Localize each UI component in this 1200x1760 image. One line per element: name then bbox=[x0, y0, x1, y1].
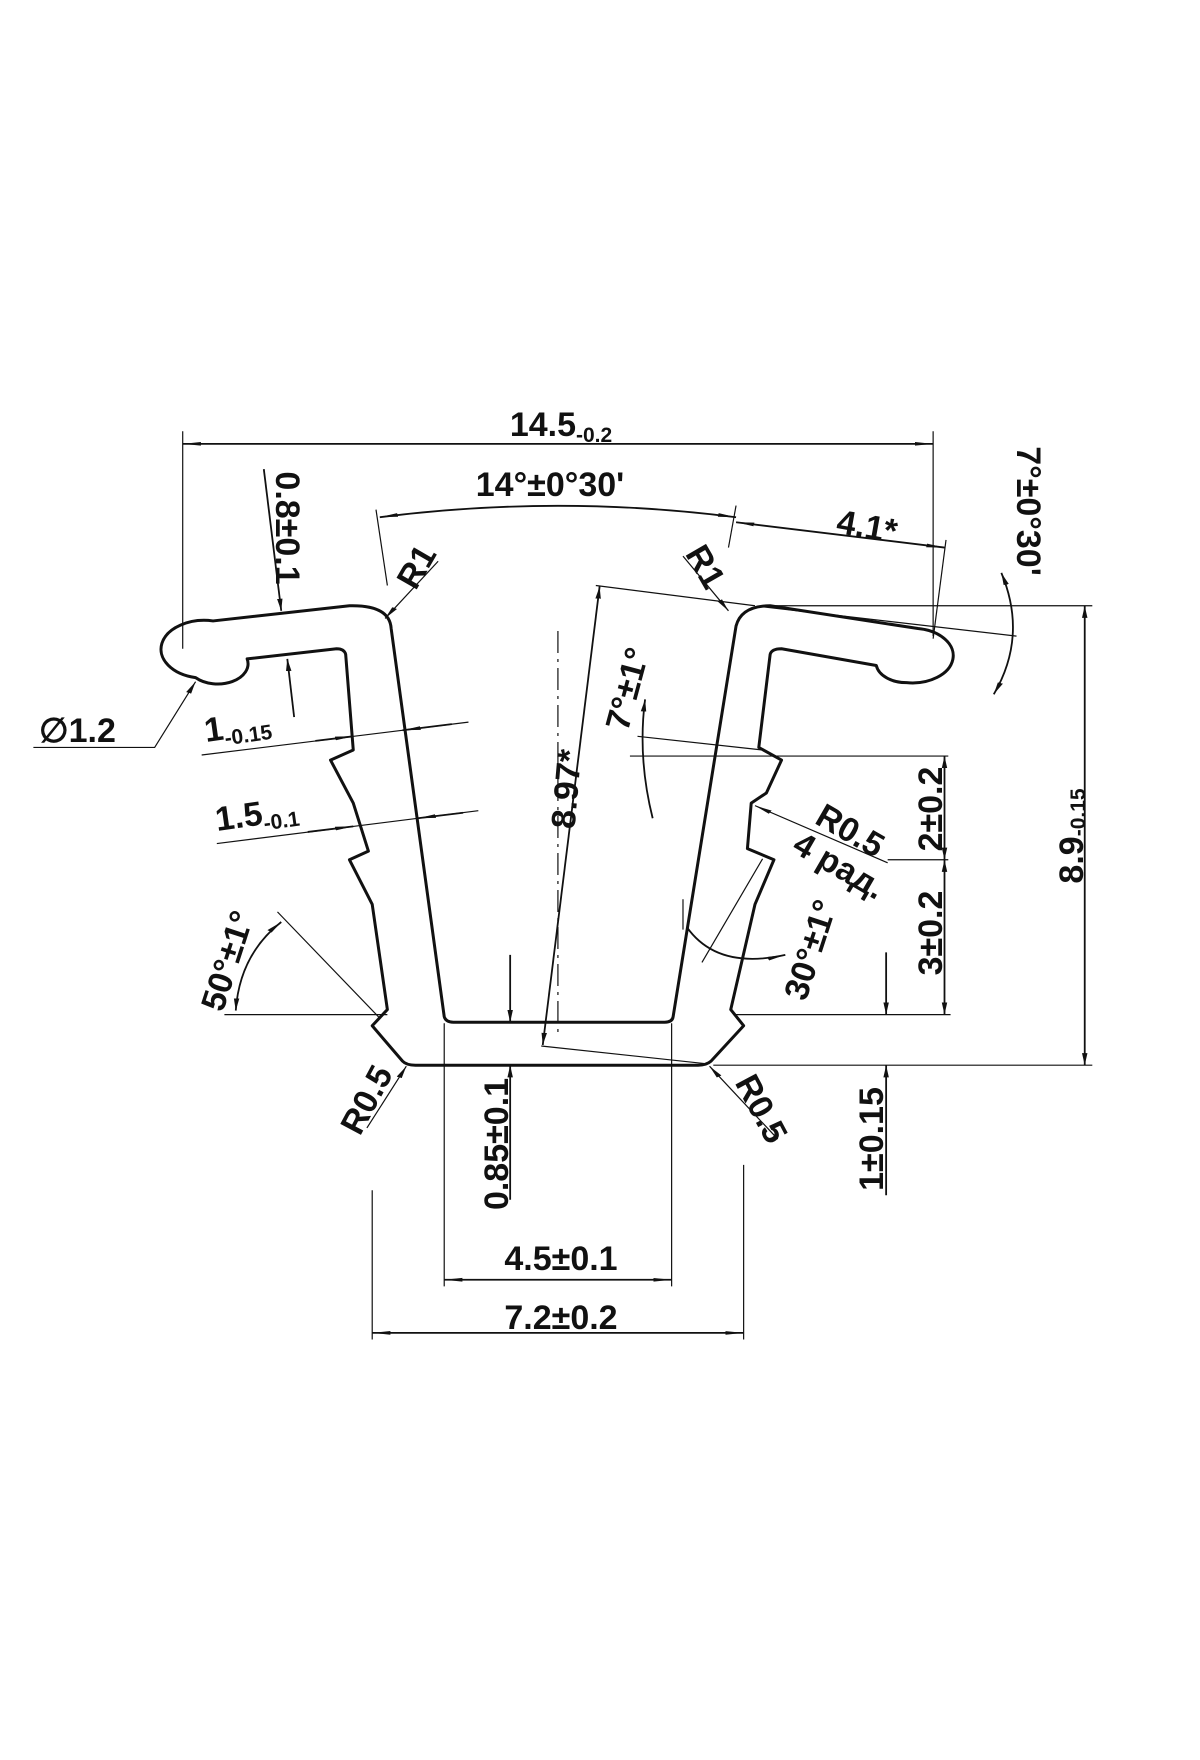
lip-thickness-label: 0.8±0.1 bbox=[268, 471, 306, 584]
bulb-diameter-label: ∅1.2 bbox=[39, 712, 116, 750]
r1-left-label: R1 bbox=[390, 539, 445, 596]
rib-radius-leader bbox=[755, 806, 888, 863]
dim-wall-2-lines bbox=[217, 811, 479, 844]
rib-angle-label: 30°±1° bbox=[777, 895, 845, 1004]
dim-slot-width-lines bbox=[444, 1023, 671, 1286]
wall-1-label: 1-0.15 bbox=[202, 703, 274, 753]
slot-depth-label: 8.97* bbox=[545, 747, 590, 830]
dim-flange-length-lines bbox=[736, 522, 946, 638]
dim-chamfer-angle-lines bbox=[233, 912, 380, 1018]
r1-left-leader bbox=[385, 561, 438, 618]
r05-bottom-right-leader bbox=[710, 1066, 778, 1139]
dim-wall-1-lines bbox=[202, 722, 469, 755]
r05-bottom-left-leader bbox=[367, 1066, 406, 1128]
taper-angle-label: 14°±0°30' bbox=[476, 466, 624, 504]
dim-flange-angle-lines bbox=[763, 573, 1017, 694]
bulb-diameter-leader bbox=[33, 682, 195, 748]
profile-outline bbox=[161, 606, 953, 1065]
wall-2-label: 1.5-0.1 bbox=[213, 790, 302, 842]
rib-pitch-bottom-label: 3±0.2 bbox=[912, 891, 950, 976]
dim-taper-angle-lines bbox=[376, 506, 736, 586]
r05-bottom-left-label: R0.5 bbox=[333, 1059, 400, 1140]
extension-lines bbox=[224, 606, 1092, 1065]
chamfer-angle-label: 50°±1° bbox=[194, 906, 262, 1015]
r05-bottom-right-label: R0.5 bbox=[727, 1068, 794, 1149]
base-width-label: 7.2±0.2 bbox=[504, 1299, 617, 1337]
dim-wall-angle-lines bbox=[638, 699, 763, 818]
dim-slot-depth-lines bbox=[541, 586, 755, 1064]
geometry bbox=[33, 431, 1092, 1339]
overall-height-label: 8.9-0.15 bbox=[1053, 788, 1091, 883]
step-height-label: 1±0.15 bbox=[853, 1087, 891, 1191]
dim-base-width-lines bbox=[372, 1165, 743, 1340]
dim-lip-thickness-lines bbox=[264, 469, 294, 717]
overall-width-label: 14.5-0.2 bbox=[510, 406, 612, 447]
wall-angle-label: 7°±1° bbox=[599, 644, 657, 735]
dim-rib-angle-lines bbox=[683, 859, 785, 963]
rib-pitch-top-label: 2±0.2 bbox=[912, 767, 950, 852]
flange-length-label: 4.1* bbox=[834, 503, 901, 551]
r1-right-label: R1 bbox=[678, 539, 733, 596]
base-thickness-label: 0.85±0.1 bbox=[478, 1078, 516, 1210]
slot-width-label: 4.5±0.1 bbox=[504, 1240, 617, 1278]
flange-angle-label: 7°±0°30' bbox=[1009, 446, 1047, 576]
